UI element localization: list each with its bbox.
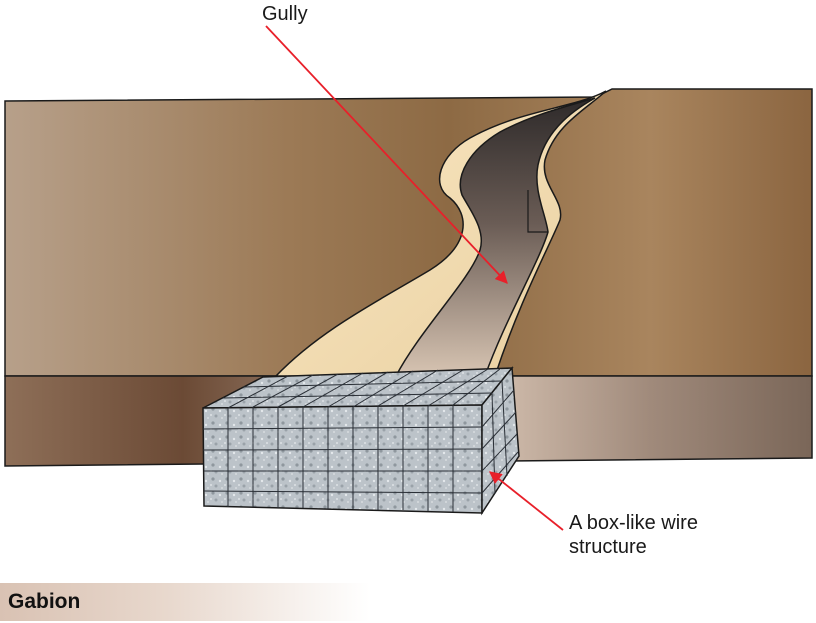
wire-structure-label-line1: A box-like wire — [569, 512, 698, 534]
gabion-side-mesh — [481, 380, 519, 495]
caption-bar: Gabion — [0, 583, 370, 621]
gully-channel — [394, 97, 596, 377]
gully-arrow — [265, 25, 508, 284]
gully-step — [527, 190, 548, 233]
gully-label: Gully — [262, 3, 308, 25]
gabion-box — [202, 366, 520, 516]
wire-structure-arrow — [489, 471, 564, 531]
wire-structure-label: A box-like wire structure — [569, 511, 698, 559]
gabion-top-mesh — [222, 368, 503, 409]
gabion-front — [202, 404, 483, 514]
diagram-caption: Gabion — [8, 590, 81, 613]
gabion-front-mesh — [202, 405, 483, 512]
wire-structure-label-line2: structure — [569, 536, 647, 558]
